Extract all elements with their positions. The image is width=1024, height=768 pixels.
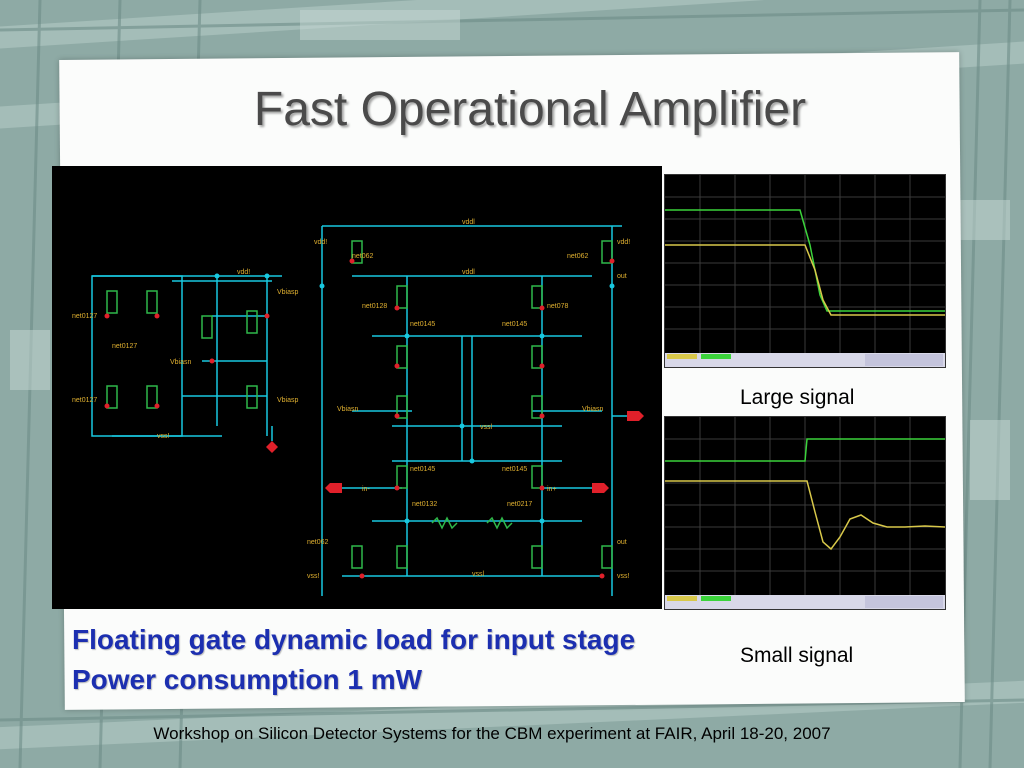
svg-text:in+: in+ bbox=[547, 486, 557, 493]
svg-text:net062: net062 bbox=[352, 253, 374, 260]
large-signal-caption: Large signal bbox=[740, 386, 855, 409]
svg-text:net0132: net0132 bbox=[412, 501, 437, 508]
svg-text:net062: net062 bbox=[307, 539, 329, 546]
svg-text:net062: net062 bbox=[567, 253, 589, 260]
svg-text:vss!: vss! bbox=[157, 433, 170, 440]
circuit-schematic: vdd! vss! net0127 net0127 net0127 Vbiasn… bbox=[52, 166, 662, 609]
svg-text:vdd!: vdd! bbox=[617, 239, 630, 246]
svg-text:out: out bbox=[617, 539, 627, 546]
svg-text:vddl: vddl bbox=[462, 269, 475, 276]
svg-text:net0145: net0145 bbox=[502, 321, 527, 328]
svg-text:net0127: net0127 bbox=[112, 343, 137, 350]
svg-text:vdd!: vdd! bbox=[314, 239, 327, 246]
svg-text:net0217: net0217 bbox=[507, 501, 532, 508]
small-signal-caption: Small signal bbox=[740, 644, 854, 667]
svg-text:Vbiasp: Vbiasp bbox=[277, 397, 299, 404]
svg-text:vdd!: vdd! bbox=[237, 269, 250, 276]
bullet-item: Floating gate dynamic load for input sta… bbox=[72, 624, 636, 655]
svg-text:in-: in- bbox=[362, 486, 370, 493]
svg-text:net0127: net0127 bbox=[72, 313, 97, 320]
svg-text:net0145: net0145 bbox=[410, 321, 435, 328]
bullet-item: Power consumption 1 mW bbox=[72, 664, 423, 695]
bullet-list: Floating gate dynamic load for input sta… bbox=[72, 620, 635, 700]
svg-text:net0145: net0145 bbox=[502, 466, 527, 473]
large-signal-scope-plot bbox=[664, 174, 946, 368]
svg-text:Vbiasp: Vbiasp bbox=[277, 289, 299, 296]
svg-text:vddl: vddl bbox=[462, 219, 475, 226]
slide-title: Fast Operational Amplifier bbox=[253, 83, 807, 136]
svg-text:out: out bbox=[617, 273, 627, 280]
svg-text:Vbiasn: Vbiasn bbox=[582, 406, 604, 413]
svg-text:vssl: vssl bbox=[472, 571, 485, 578]
svg-text:vss!: vss! bbox=[307, 573, 320, 580]
svg-text:net078: net078 bbox=[547, 303, 569, 310]
small-signal-scope-plot bbox=[664, 416, 946, 610]
svg-text:net0128: net0128 bbox=[362, 303, 387, 310]
svg-text:net0127: net0127 bbox=[72, 397, 97, 404]
svg-text:Vbiasn: Vbiasn bbox=[337, 406, 359, 413]
svg-text:Vbiasn: Vbiasn bbox=[170, 359, 192, 366]
slide-footer: Workshop on Silicon Detector Systems for… bbox=[153, 724, 831, 743]
svg-text:net0145: net0145 bbox=[410, 466, 435, 473]
svg-text:vss!: vss! bbox=[617, 573, 630, 580]
svg-text:vssl: vssl bbox=[480, 424, 493, 431]
